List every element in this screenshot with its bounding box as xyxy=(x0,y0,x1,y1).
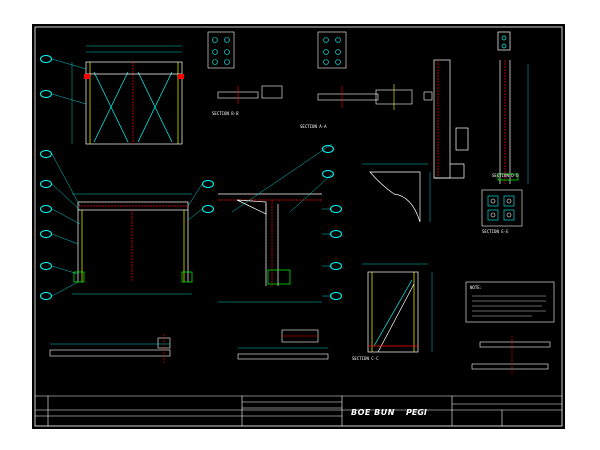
callout-icon xyxy=(330,230,342,238)
callout-icon xyxy=(330,262,342,270)
column-detail xyxy=(433,31,529,184)
section-e-label: SECTION E-E xyxy=(482,229,509,234)
callout-icon xyxy=(40,150,52,158)
callout-icon xyxy=(330,205,342,213)
elevation-frame-top xyxy=(71,45,184,145)
title-block xyxy=(35,395,562,426)
tie-plate-details xyxy=(471,336,551,374)
brand-suffix: PEGI xyxy=(406,408,427,417)
callout-icon xyxy=(330,292,342,300)
section-a-label: SECTION A-A xyxy=(300,124,327,129)
notes-heading: NOTE: xyxy=(470,285,483,290)
callout-icon xyxy=(40,90,52,98)
bracket-detail xyxy=(362,163,431,223)
brand-name: BOE BUN xyxy=(351,408,395,417)
brace-frame xyxy=(362,263,433,353)
drawing-canvas xyxy=(34,26,563,427)
base-plate-details xyxy=(207,31,433,110)
cantilever-detail xyxy=(218,143,333,303)
callout-icon xyxy=(40,292,52,300)
beam-details xyxy=(49,329,329,364)
callout-icon xyxy=(202,205,214,213)
callout-icon xyxy=(40,205,52,213)
callout-icon xyxy=(322,145,334,153)
section-d-label: SECTION D-D xyxy=(492,173,519,178)
callout-icon xyxy=(322,170,334,178)
section-c-label: SECTION C-C xyxy=(352,356,379,361)
elevation-frame-bottom xyxy=(72,193,193,295)
callout-icon xyxy=(202,180,214,188)
drawing-sheet[interactable]: SECTION A-A SECTION B-B SECTION C-C SECT… xyxy=(32,24,565,429)
callout-icon xyxy=(40,262,52,270)
callout-icon xyxy=(40,230,52,238)
callout-icon xyxy=(40,55,52,63)
notes-box xyxy=(465,281,555,323)
section-box-detail xyxy=(481,189,523,227)
section-b-label: SECTION B-B xyxy=(212,111,239,116)
callout-icon xyxy=(40,180,52,188)
